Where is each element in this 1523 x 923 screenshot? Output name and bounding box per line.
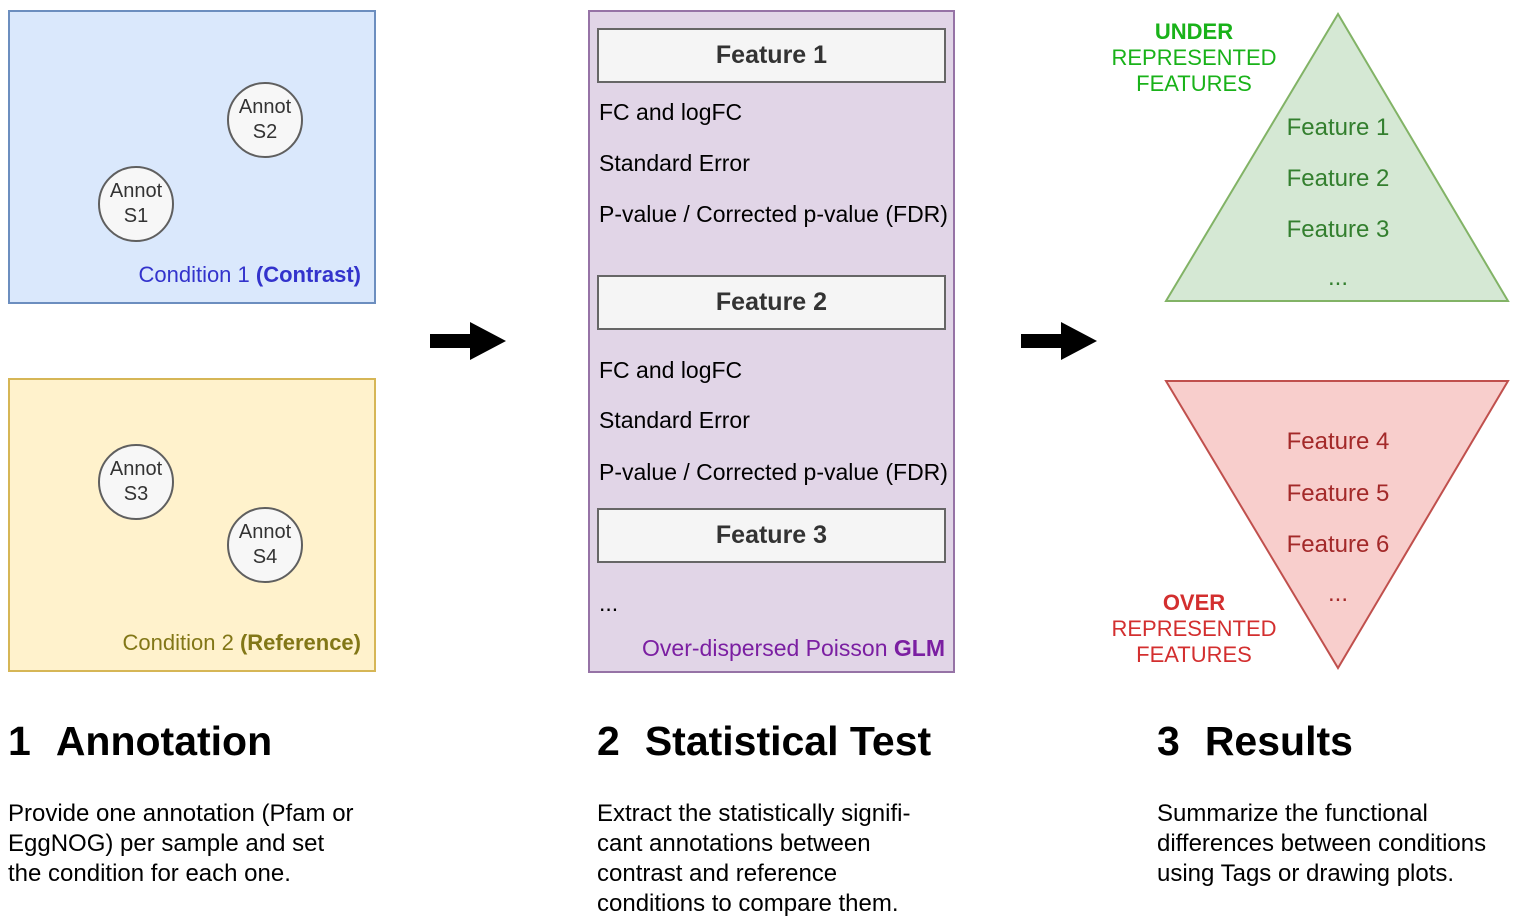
step-number: 2	[597, 718, 620, 764]
over-feature-ellipsis: ...	[1327, 580, 1348, 607]
stat-line-pvalue: P-value / Corrected p-value (FDR)	[599, 459, 948, 485]
under-triangle-icon	[1164, 12, 1510, 302]
step-number: 1	[8, 718, 31, 764]
step3-heading: 3 Results	[1157, 718, 1353, 765]
step3-description: Summarize the functional differences bet…	[1157, 800, 1487, 887]
under-feature-ellipsis: ...	[1327, 264, 1348, 291]
step-number: 3	[1157, 718, 1180, 764]
condition1-box: Annot S2 Annot S1 Condition 1 (Contrast)	[8, 10, 376, 304]
stat-line-se: Standard Error	[599, 407, 750, 433]
condition2-box: Annot S3 Annot S4 Condition 2 (Reference…	[8, 378, 376, 672]
step2-description: Extract the statistically signifi- cant …	[597, 800, 911, 917]
sample-name: Annot	[238, 521, 292, 543]
under-feature: Feature 1	[1286, 114, 1390, 141]
step1-heading: 1 Annotation	[8, 718, 272, 765]
feature-2-header: Feature 2	[597, 275, 946, 330]
sample-circle-s1: Annot S1	[98, 166, 174, 242]
stat-line-se: Standard Error	[599, 150, 750, 176]
glm-footer-label: Over-dispersed Poisson GLM	[642, 635, 945, 661]
stat-line-pvalue: P-value / Corrected p-value (FDR)	[599, 201, 948, 227]
step-title: Results	[1204, 718, 1353, 764]
under-feature: Feature 2	[1286, 165, 1390, 192]
step2-heading: 2 Statistical Test	[597, 718, 931, 765]
feature-3-header: Feature 3	[597, 508, 946, 563]
sample-name: Annot	[109, 180, 163, 202]
under-feature: Feature 3	[1286, 216, 1390, 243]
under-represented-label: UNDER REPRESENTED FEATURES	[1111, 19, 1277, 96]
arrow-right-icon	[430, 322, 506, 360]
sample-name: Annot	[238, 96, 292, 118]
sample-circle-s4: Annot S4	[227, 507, 303, 583]
over-represented-label: OVER REPRESENTED FEATURES	[1111, 590, 1277, 667]
sample-id: S1	[123, 205, 149, 227]
step-title: Annotation	[55, 718, 273, 764]
sample-circle-s2: Annot S2	[227, 82, 303, 158]
step1-description: Provide one annotation (Pfam or EggNOG) …	[8, 800, 354, 887]
stat-line-fc: FC and logFC	[599, 99, 743, 125]
sample-id: S2	[252, 121, 278, 143]
over-triangle-icon	[1164, 380, 1510, 670]
over-feature: Feature 4	[1286, 428, 1390, 455]
condition1-label: Condition 1 (Contrast)	[138, 262, 361, 287]
ellipsis: ...	[599, 590, 619, 616]
feature-1-header: Feature 1	[597, 28, 946, 83]
sample-id: S3	[123, 483, 149, 505]
over-feature: Feature 5	[1286, 480, 1390, 507]
stat-line-fc: FC and logFC	[599, 357, 743, 383]
sample-name: Annot	[109, 458, 163, 480]
sample-circle-s3: Annot S3	[98, 444, 174, 520]
arrow-right-icon	[1021, 322, 1097, 360]
condition2-label: Condition 2 (Reference)	[122, 630, 361, 655]
sample-id: S4	[252, 546, 278, 568]
step-title: Statistical Test	[644, 718, 932, 764]
statistical-test-box: Feature 1 FC and logFC Standard Error P-…	[588, 10, 955, 673]
over-feature: Feature 6	[1286, 531, 1390, 558]
